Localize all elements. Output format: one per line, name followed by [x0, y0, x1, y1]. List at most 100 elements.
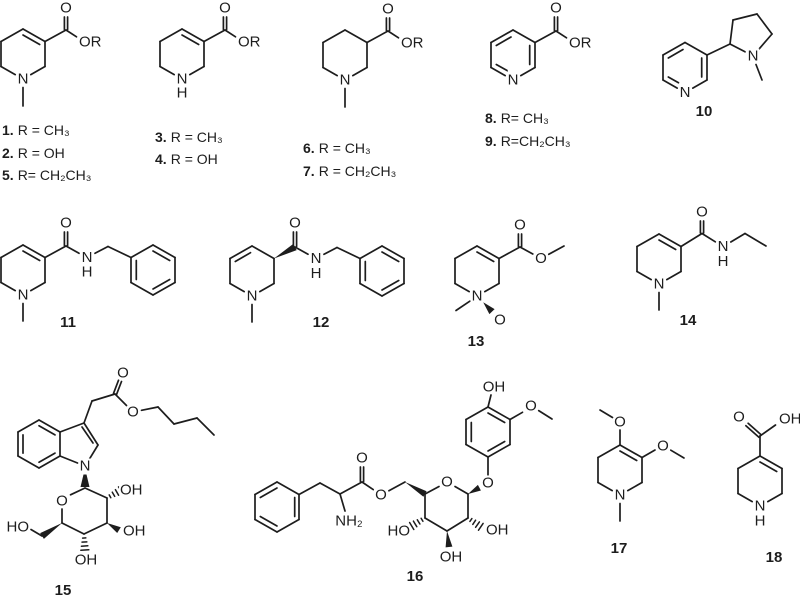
atom-label-amide-n: N: [311, 250, 322, 267]
def-line: 1.R = CH₃: [2, 122, 70, 138]
compound-number: 12: [313, 314, 330, 331]
r-group-definitions-6-7: 6.R = CH₃ 7.R = CH₂CH₃: [303, 140, 396, 179]
def-line: 7.R = CH₂CH₃: [303, 163, 396, 179]
atom-label-nh: H: [755, 513, 766, 530]
compound-number: 18: [766, 549, 783, 566]
compound-14: O N H N 14: [636, 202, 767, 329]
def-line: 8.R= CH₃: [485, 110, 549, 126]
atom-label-right-o: O: [657, 438, 669, 455]
def-line: 2.R = OH: [2, 145, 65, 161]
atom-label-ester-o: O: [375, 487, 387, 504]
atom-label-or: OR: [238, 34, 261, 51]
bond-skeleton: [254, 394, 553, 548]
atom-label-carbonyl-o: O: [60, 215, 72, 232]
anomeric-wedge-bond: [80, 474, 90, 487]
atom-label-pyridine-n: N: [680, 84, 691, 101]
atom-label-nh2: NH₂: [335, 513, 363, 530]
atom-label-top-o: O: [614, 414, 626, 431]
r-group-definitions-3-4: 3.R = CH₃ 4.R = OH: [155, 129, 223, 167]
compound-number: 11: [60, 314, 76, 331]
atom-label-amide-n: N: [82, 249, 93, 266]
atom-label-oh2: OH: [486, 522, 509, 539]
def-line: 4.R = OH: [155, 151, 218, 167]
atom-label-ring-n: N: [247, 288, 258, 305]
compound-8-9: O OR N 8.R= CH₃ 9.R=CH₂CH₃: [485, 0, 594, 149]
atom-label-n: N: [755, 498, 766, 515]
atom-label-ester-o: O: [127, 404, 139, 421]
stereo-wedge-bond: [274, 243, 297, 259]
bond-skeleton: [737, 422, 783, 503]
compound-12: O N H N 12: [229, 213, 405, 331]
def-line: 3.R = CH₃: [155, 129, 223, 145]
atom-label-amide-h: H: [718, 253, 729, 270]
bond-skeleton: [490, 16, 568, 77]
atom-label-carbonyl-o: O: [60, 0, 72, 17]
bond-skeleton: [17, 379, 215, 551]
atom-label-carbonyl-o: O: [117, 365, 129, 382]
atom-label-n: N: [615, 487, 626, 504]
atom-label-carbonyl-o: O: [514, 217, 526, 234]
atom-label-oh4: OH: [75, 552, 98, 569]
def-line: 6.R = CH₃: [303, 140, 371, 156]
wedge-bond-oh3: [445, 531, 453, 548]
atom-label-nh: H: [177, 85, 188, 102]
compound-number: 15: [55, 582, 72, 598]
def-line: 9.R=CH₂CH₃: [485, 133, 571, 149]
atom-label-amide-h: H: [82, 264, 93, 281]
compound-16: O O NH₂ O O OH O OH OH HO 16: [254, 377, 553, 585]
n-oxide-wedge-bond: [483, 302, 495, 315]
atom-label-oxide-o: O: [494, 312, 506, 329]
atom-label-oh2: OH: [120, 482, 143, 499]
atom-label-ring-n: N: [18, 287, 29, 304]
atom-label-methoxy-o: O: [525, 398, 537, 415]
compound-18: O OH N H 18: [731, 407, 800, 567]
atom-label-amide-n: N: [718, 238, 729, 255]
atom-label-pyrrolidine-n: N: [748, 48, 759, 65]
compound-11: O N H N 11: [0, 213, 176, 331]
wedge-bond-ch2oh: [40, 523, 62, 539]
atom-label-carbonyl-o: O: [550, 0, 562, 17]
atom-label-n: N: [18, 71, 29, 88]
bond-skeleton: [159, 16, 237, 76]
glycosidic-wedge-bond: [468, 484, 481, 494]
compound-15: O O N O OH OH OH HO 15: [5, 363, 215, 598]
bond-skeleton: [0, 231, 176, 322]
hash-bond-ho4: [408, 517, 424, 531]
atom-label-carbonyl-o: O: [733, 409, 745, 426]
hash-bond-oh2: [108, 486, 124, 499]
atom-label-amide-h: H: [311, 265, 322, 282]
atom-label-ring-o: O: [441, 474, 453, 491]
bond-skeleton: [0, 16, 78, 107]
atom-label-ho6: HO: [7, 519, 30, 536]
atom-label-ester-o: O: [535, 250, 547, 267]
r-group-definitions-8-9: 8.R= CH₃ 9.R=CH₂CH₃: [485, 110, 571, 149]
atom-label-oh: OH: [779, 411, 800, 428]
atom-label-n: N: [472, 288, 483, 305]
atom-label-ring-o: O: [56, 493, 68, 510]
def-line: 5.R= CH₂CH₃: [2, 167, 91, 183]
atom-label-ring-n: N: [654, 276, 665, 293]
r-group-definitions-1-2-5: 1.R = CH₃ 2.R = OH 5.R= CH₂CH₃: [2, 122, 91, 183]
compound-1-2-5: O OR N 1.R = CH₃ 2.R = OH 5.R= CH₂CH₃: [0, 0, 104, 183]
atom-label-or: OR: [401, 35, 424, 52]
atom-label-oh3: OH: [123, 523, 146, 540]
compound-number: 17: [611, 540, 628, 557]
atom-label-carbonyl-o: O: [289, 215, 301, 232]
atom-label-glycosidic-o: O: [482, 475, 494, 492]
compound-13: O O N O 13: [454, 215, 565, 350]
compound-17: O O N 17: [597, 409, 685, 557]
bond-skeleton: [229, 231, 405, 323]
compound-number: 14: [680, 312, 697, 329]
wedge-bond-oh3: [107, 523, 121, 533]
atom-label-indole-n: N: [80, 458, 91, 475]
atom-label-carbonyl-o: O: [356, 450, 368, 467]
atom-label-n: N: [177, 71, 188, 88]
wedge-bond-c6: [405, 482, 427, 497]
hash-bond-oh2: [469, 517, 484, 531]
atom-label-n: N: [340, 72, 351, 89]
compound-6-7: O OR N 6.R = CH₃ 7.R = CH₂CH₃: [303, 0, 426, 179]
bond-skeleton: [597, 409, 685, 522]
bond-skeleton: [454, 233, 565, 315]
